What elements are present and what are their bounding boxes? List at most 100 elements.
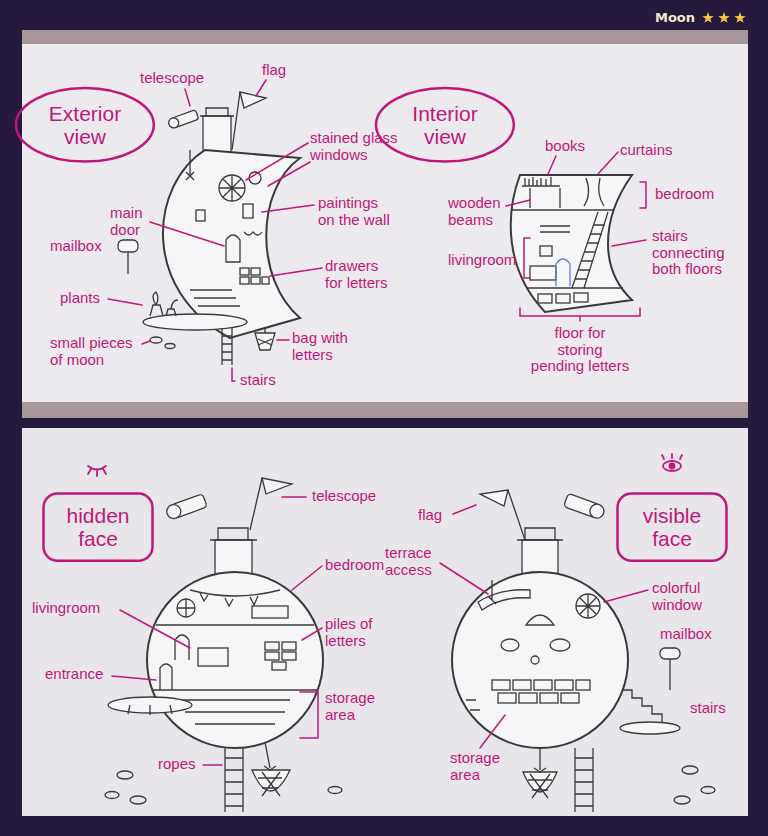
hidden-face-moon-house bbox=[258, 772, 282, 796]
annotation-label: terrace access bbox=[385, 545, 455, 578]
open-eye-symbol bbox=[662, 454, 682, 459]
hidden-face-moon-house bbox=[265, 642, 279, 650]
page-title: Moon bbox=[655, 10, 695, 26]
view-title: hidden face bbox=[57, 504, 139, 550]
hidden-face-moon-house bbox=[265, 742, 270, 768]
visible-face-moon-house bbox=[452, 572, 628, 748]
annotation-label: bedroom bbox=[655, 186, 725, 203]
leader-lines bbox=[604, 590, 648, 602]
exterior-moon-house bbox=[167, 110, 199, 130]
leader-lines bbox=[282, 496, 306, 498]
leader-lines bbox=[612, 240, 646, 246]
annotation-label: curtains bbox=[620, 142, 690, 159]
visible-face-moon-house bbox=[528, 774, 552, 798]
interior-moon-house bbox=[574, 293, 588, 302]
exterior-moon-house bbox=[150, 292, 178, 316]
annotation-label: storage area bbox=[450, 750, 512, 783]
annotation-label: flag bbox=[418, 507, 458, 524]
hidden-face-moon-house bbox=[117, 771, 133, 779]
face-title-box: hidden face bbox=[42, 492, 154, 562]
annotation-label: livingroom bbox=[32, 600, 122, 617]
annotation-label: stained glass windows bbox=[310, 130, 415, 163]
visible-face-moon-house bbox=[498, 693, 516, 703]
open-eye-symbol bbox=[663, 461, 681, 471]
leader-lines bbox=[185, 89, 190, 106]
frame bbox=[22, 30, 748, 418]
frame bbox=[22, 428, 748, 816]
interior-moon-house bbox=[556, 294, 570, 303]
rating-stars bbox=[702, 12, 713, 23]
hidden-face-moon-house bbox=[264, 766, 276, 770]
exterior-moon-house bbox=[262, 277, 269, 284]
visible-face-moon-house bbox=[501, 639, 519, 651]
hidden-face-moon-house bbox=[265, 652, 279, 660]
hidden-face-moon-house bbox=[180, 700, 290, 724]
hidden-face-moon-house bbox=[160, 664, 172, 690]
hidden-face-moon-house bbox=[252, 606, 288, 618]
interior-moon-house bbox=[511, 175, 632, 312]
title-text-group: visible face bbox=[631, 504, 713, 550]
hidden-face-moon-house bbox=[165, 494, 207, 521]
visible-face-moon-house bbox=[576, 594, 600, 618]
hidden-face-moon-house bbox=[128, 705, 172, 715]
annotation-label: telescope bbox=[140, 70, 220, 87]
leader-lines bbox=[232, 368, 235, 381]
exterior-moon-house bbox=[219, 175, 245, 201]
hidden-face-moon-house bbox=[105, 792, 119, 799]
annotation-label: entrance bbox=[45, 666, 115, 683]
exterior-moon-house bbox=[219, 175, 245, 201]
visible-face-moon-house bbox=[682, 766, 698, 774]
exterior-moon-house bbox=[243, 204, 253, 218]
title-box-outline bbox=[618, 493, 727, 560]
rating-stars bbox=[702, 12, 745, 23]
exterior-moon-house bbox=[240, 268, 249, 275]
hidden-face-moon-house bbox=[272, 662, 286, 670]
hidden-face-moon-house bbox=[177, 599, 195, 617]
annotation-label: piles of letters bbox=[325, 616, 395, 649]
rating-stars bbox=[718, 12, 729, 23]
hidden-face-moon-house bbox=[130, 796, 146, 804]
exterior-moon-house bbox=[244, 232, 262, 235]
visible-face-moon-house bbox=[508, 490, 525, 540]
visible-face-moon-house bbox=[564, 493, 606, 520]
view-title: Exterior view bbox=[40, 102, 130, 148]
exterior-moon-house bbox=[255, 333, 275, 350]
exterior-moon-house bbox=[226, 235, 240, 262]
visible-face-moon-house bbox=[550, 639, 570, 651]
interior-moon-house bbox=[530, 266, 556, 280]
annotation-label: books bbox=[545, 138, 600, 155]
view-title: visible face bbox=[631, 504, 713, 550]
exterior-moon-house bbox=[240, 92, 266, 108]
exterior-moon-house bbox=[118, 92, 300, 365]
leader-lines bbox=[524, 238, 530, 278]
leader-lines bbox=[108, 80, 648, 765]
open-eye-symbol bbox=[670, 464, 675, 469]
closed-eye-symbol bbox=[88, 466, 106, 476]
exterior-moon-house bbox=[251, 277, 260, 284]
hidden-face-moon-house bbox=[198, 648, 228, 666]
annotation-label: main door bbox=[110, 205, 155, 238]
leader-lines bbox=[302, 628, 322, 640]
interior-moon-house bbox=[530, 188, 560, 208]
leader-lines bbox=[108, 299, 142, 305]
leader-lines bbox=[480, 715, 505, 748]
view-title-ellipse: Interior view bbox=[374, 86, 516, 164]
rating-stars bbox=[734, 12, 745, 23]
annotation-label: mailbox bbox=[660, 626, 730, 643]
view-title-ellipse: Exterior view bbox=[14, 86, 156, 164]
title-text-group: Interior view bbox=[400, 102, 490, 148]
hidden-face-moon-house bbox=[105, 478, 342, 812]
leader-lines bbox=[270, 268, 322, 276]
visible-face-moon-house bbox=[488, 580, 496, 604]
annotation-label: drawers for letters bbox=[325, 258, 391, 291]
frame bbox=[22, 402, 748, 418]
interior-moon-house bbox=[538, 294, 552, 303]
leader-lines bbox=[440, 563, 488, 594]
visible-face-moon-house bbox=[576, 680, 590, 690]
exterior-moon-house bbox=[127, 252, 128, 274]
hidden-face-moon-house bbox=[250, 478, 262, 530]
